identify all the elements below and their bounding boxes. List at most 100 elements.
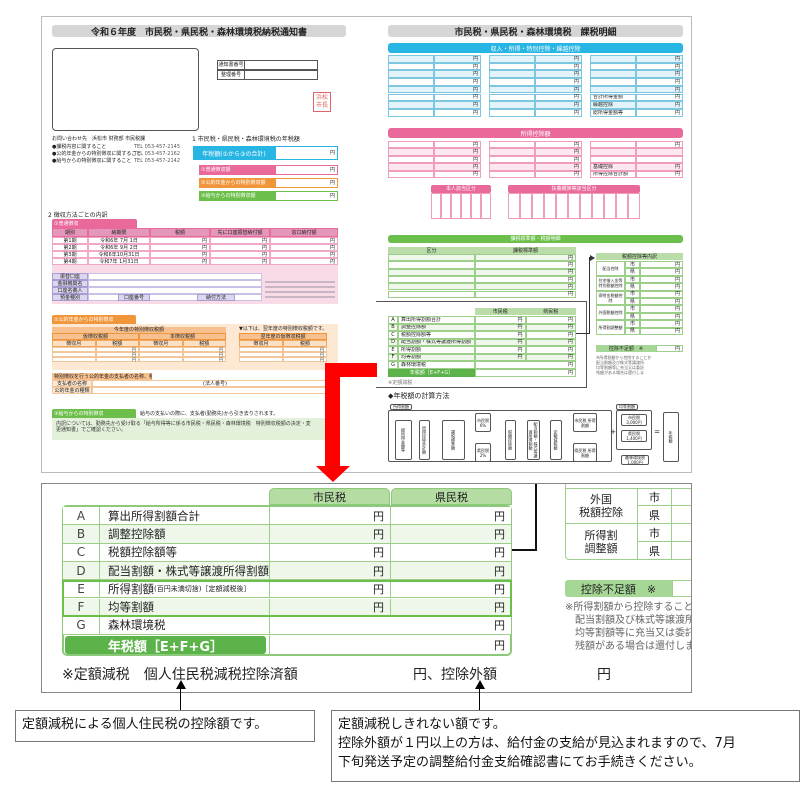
credit-label: 外国税額控除 bbox=[596, 305, 625, 321]
tax-kubun-cell bbox=[388, 283, 475, 291]
enlarged-header-city: 市民税 bbox=[269, 488, 390, 505]
calc-box: 市民税 6% bbox=[475, 413, 491, 432]
pref-tax-cell: 円 bbox=[391, 543, 511, 562]
row-label: 算出所得割額合計 bbox=[100, 507, 269, 526]
tax-base-cell: 円 bbox=[475, 275, 576, 284]
side-note: ※所得割額から控除することか bbox=[565, 602, 692, 613]
deduction-value: 円 bbox=[535, 141, 582, 149]
deduction-bar: 所得控除額 bbox=[388, 128, 683, 138]
calc-flat-box: 県民税 1,400円 bbox=[621, 430, 647, 442]
mini-header: 市民税 bbox=[475, 308, 526, 315]
side-value bbox=[672, 506, 691, 524]
dependent-category-cell bbox=[520, 193, 532, 219]
bank-label: 預金種別 bbox=[52, 294, 88, 301]
deduction-value: 円 bbox=[535, 163, 582, 171]
mini-header: 県民税 bbox=[525, 308, 576, 315]
income-value: 円 bbox=[636, 93, 683, 102]
nenkin-col: 税額 bbox=[182, 340, 226, 347]
tax-kubun-cell bbox=[388, 254, 475, 262]
mini-label: 均等割額 bbox=[398, 353, 475, 361]
tax-base-cell: 円 bbox=[475, 261, 576, 269]
deduction-label bbox=[489, 155, 535, 164]
nenkin-next-cell: 円 bbox=[283, 352, 327, 357]
deduction-value: 円 bbox=[434, 163, 481, 171]
income-value: 円 bbox=[434, 70, 481, 79]
calc-box: 県民税 2% bbox=[475, 443, 491, 462]
mini-pref-cell: 円 bbox=[525, 346, 576, 354]
self-category-cell bbox=[441, 193, 451, 219]
collection-label: ②公的年金からの特別徴収額 bbox=[199, 178, 275, 188]
futsu-cell: 円 bbox=[210, 251, 270, 258]
nenkin-sub: 本徴収税額 bbox=[139, 333, 226, 340]
row-letter: E bbox=[63, 580, 100, 599]
mini-letter: B bbox=[388, 323, 398, 331]
id-label: 整理番号 bbox=[217, 70, 245, 80]
nenkin-cell: 円 bbox=[95, 357, 139, 362]
bank-note-line bbox=[265, 291, 335, 293]
payer-header: 特別徴収を行う公的年金の支払者の名称、種類 bbox=[52, 373, 152, 380]
collection-label: ③給与からの特別徴収額 bbox=[199, 191, 275, 201]
nenkin-cell: 円 bbox=[95, 347, 139, 352]
callout-excess-amount: 定額減税しきれない額です。 控除外額が１円以上の方は、給付金の支給が見込まれます… bbox=[331, 710, 800, 782]
futsu-header: 税額 bbox=[150, 228, 210, 237]
section1-heading: 1 市民税・県民税・森林環境税の年税額 bbox=[192, 136, 300, 143]
ef-highlight bbox=[62, 580, 512, 617]
deduction-value: 円 bbox=[636, 141, 683, 149]
deduction-label bbox=[489, 170, 535, 178]
credit-label: 寄附金税額控除 bbox=[596, 290, 625, 306]
id-value bbox=[245, 70, 318, 80]
nenkin-next-col: 徴収月 bbox=[239, 340, 283, 347]
collection-value: 円 bbox=[275, 165, 338, 175]
deduction-label bbox=[489, 163, 535, 171]
callout-right-line: 控除外額が１円以上の方は、給付金の支給が見込まれますので、7月 bbox=[338, 736, 736, 751]
mayor-seal: 浜松市長 bbox=[313, 92, 331, 112]
bank-label: 金融機関名 bbox=[52, 280, 88, 287]
income-label bbox=[489, 78, 535, 86]
connector-v bbox=[535, 484, 537, 551]
income-label bbox=[388, 101, 434, 109]
pref-tax-cell: 円 bbox=[391, 507, 511, 526]
city-tax-cell: 円 bbox=[269, 507, 391, 526]
income-value: 円 bbox=[434, 55, 481, 63]
income-label bbox=[489, 101, 535, 109]
credit-value: 円 bbox=[640, 327, 683, 335]
bank-label: 口座名義人 bbox=[52, 287, 88, 294]
calc-flat-tab: 均等割額 bbox=[616, 404, 638, 410]
dependent-category-cell bbox=[604, 193, 616, 219]
nenkin-tab: ②公的年金からの特別徴収 bbox=[52, 315, 136, 324]
mini-label: 森林環境税 bbox=[398, 361, 475, 369]
calc-box: 市民税 所得割額 bbox=[573, 413, 597, 432]
collection-label: ①普通徴収額 bbox=[199, 165, 275, 175]
shortfall-value: 円 bbox=[656, 345, 683, 352]
nenkin-header: 今年度の特別徴収税額 bbox=[52, 327, 226, 333]
income-label bbox=[388, 108, 434, 117]
mini-letter: A bbox=[388, 316, 398, 324]
income-label: 総所得金額等 bbox=[590, 108, 636, 117]
credit-value: 円 bbox=[640, 320, 683, 328]
deduction-label bbox=[388, 141, 434, 149]
row-label: 森林環境税 bbox=[100, 616, 269, 636]
row-label: 配当割額・株式等譲渡所得割額 bbox=[100, 561, 269, 581]
arrow-up-icon bbox=[176, 680, 186, 689]
income-value: 円 bbox=[535, 93, 582, 102]
city-tax-cell: 円 bbox=[269, 543, 391, 562]
futsu-cell: 第2期 bbox=[52, 244, 88, 251]
callout-right-line: 定額減税しきれない額です。 bbox=[338, 717, 506, 732]
deduction-value: 円 bbox=[535, 148, 582, 156]
futsu-cell: 円 bbox=[270, 237, 338, 244]
side-cp: 市 bbox=[638, 524, 672, 542]
deduction-label bbox=[590, 155, 636, 164]
futsu-cell: 令和7年 1月31日 bbox=[88, 258, 150, 265]
kyuyo-body: 内訳については、勤務先から受け取る「給与所得等に係る市民税・県民税・森林環境税 … bbox=[52, 418, 338, 440]
calc-equals: = bbox=[654, 428, 660, 436]
deduction-label: 所得控除合計額 bbox=[590, 170, 636, 178]
contact-tel: TEL 053-457-2142 bbox=[134, 158, 181, 164]
callout-left-text: 定額減税による個人住民税の控除額です。 bbox=[22, 717, 268, 732]
row-label-text: 配当割額・株式等譲渡所得割額 bbox=[108, 563, 269, 578]
pref-tax-cell: 円 bbox=[391, 580, 511, 599]
dependent-category-header: 扶養親族等該当区分 bbox=[508, 185, 640, 193]
reduction-end: 円 bbox=[597, 667, 611, 683]
deduction-label bbox=[489, 141, 535, 149]
nenkin-next-cell bbox=[239, 352, 283, 357]
row-letter: D bbox=[63, 561, 100, 581]
